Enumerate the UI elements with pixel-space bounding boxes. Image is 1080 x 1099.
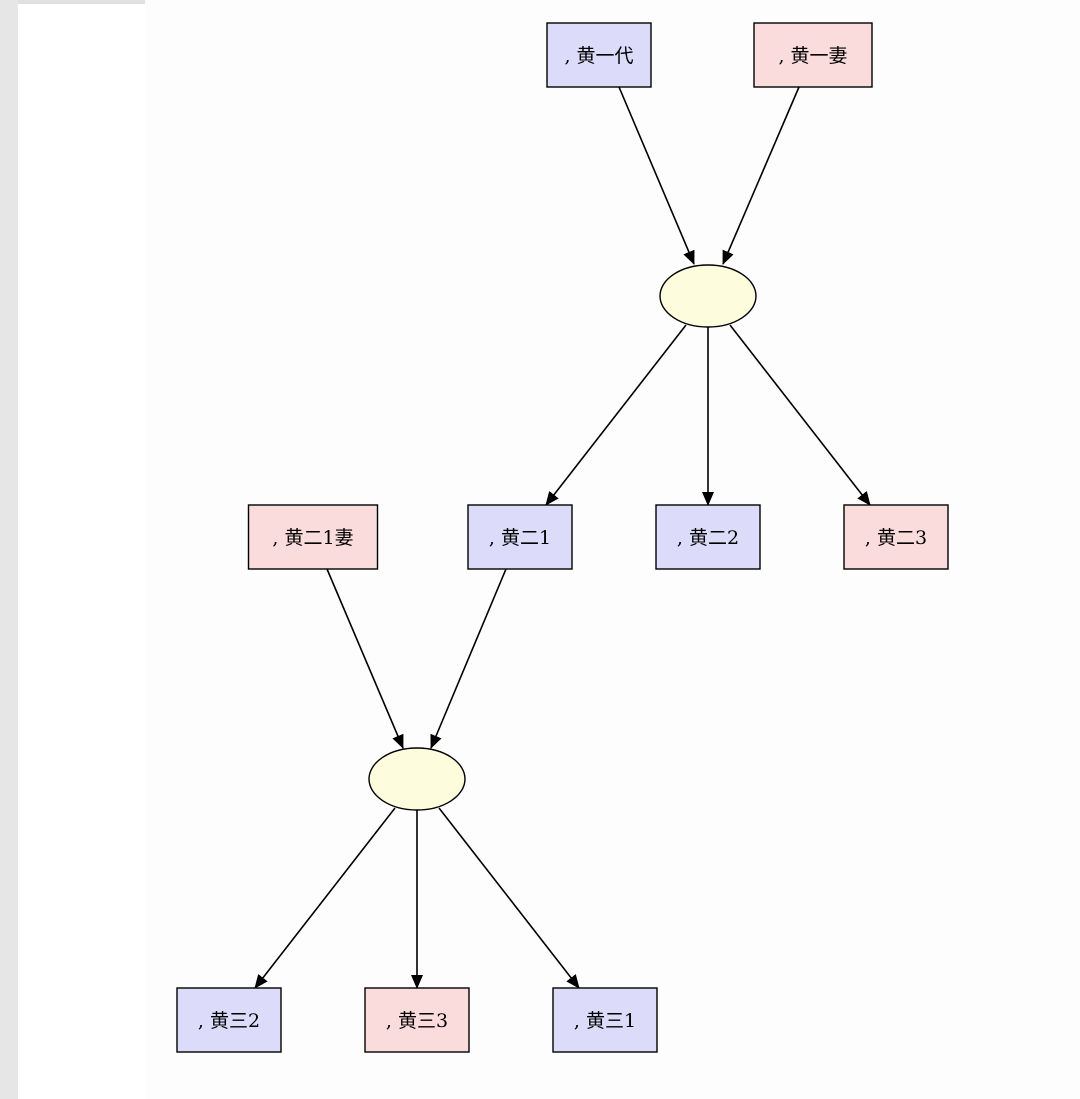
female-person-box[interactable] — [843, 504, 949, 570]
node-g1_husband[interactable]: , 黄一代 — [546, 22, 652, 88]
node-g2_1[interactable]: , 黄二1 — [467, 504, 573, 570]
edge-union2-to-g3_1 — [438, 807, 580, 989]
node-union2[interactable] — [368, 747, 466, 811]
nodes-layer: , 黄一代 , 黄一妻 , 黄二1妻 , 黄二1 , 黄二2 , 黄二3 , 黄三2 , 黄三… — [176, 22, 949, 1053]
person-label: , 黄一妻 — [778, 45, 847, 67]
edges-layer — [254, 86, 871, 989]
left-gutter — [0, 0, 18, 1099]
person-label: , 黄三2 — [198, 1010, 260, 1032]
male-person-box[interactable] — [655, 504, 761, 570]
person-label: , 黄三3 — [386, 1010, 448, 1032]
male-person-box[interactable] — [176, 987, 282, 1053]
person-label: , 黄二1 — [489, 527, 551, 549]
edge-union1-to-g2_1 — [545, 324, 687, 506]
male-person-box[interactable] — [552, 987, 658, 1053]
node-g2_3[interactable]: , 黄二3 — [843, 504, 949, 570]
node-g3_1[interactable]: , 黄三1 — [552, 987, 658, 1053]
person-label: , 黄二2 — [677, 527, 739, 549]
node-g3_2[interactable]: , 黄三2 — [176, 987, 282, 1053]
person-label: , 黄一代 — [564, 45, 633, 67]
union-ellipse[interactable] — [659, 264, 757, 328]
node-g3_3[interactable]: , 黄三3 — [364, 987, 470, 1053]
person-label: , 黄二3 — [865, 527, 927, 549]
person-label: , 黄二1妻 — [272, 527, 353, 549]
male-person-box[interactable] — [546, 22, 652, 88]
edge-g1_wife-to-union1 — [722, 86, 800, 265]
female-person-box[interactable] — [753, 22, 873, 88]
edge-g1_husband-to-union1 — [618, 86, 695, 265]
node-g1_wife[interactable]: , 黄一妻 — [753, 22, 873, 88]
edge-union2-to-g3_2 — [254, 807, 396, 989]
union-ellipse[interactable] — [368, 747, 466, 811]
node-g2_2[interactable]: , 黄二2 — [655, 504, 761, 570]
edge-union1-to-g2_3 — [729, 324, 871, 506]
node-g2_wife[interactable]: , 黄二1妻 — [247, 504, 379, 570]
person-label: , 黄三1 — [574, 1010, 636, 1032]
female-person-box[interactable] — [247, 504, 379, 570]
edge-g2_1-to-union2 — [430, 568, 507, 749]
edge-g2_wife-to-union2 — [326, 568, 404, 749]
female-person-box[interactable] — [364, 987, 470, 1053]
node-union1[interactable] — [659, 264, 757, 328]
male-person-box[interactable] — [467, 504, 573, 570]
